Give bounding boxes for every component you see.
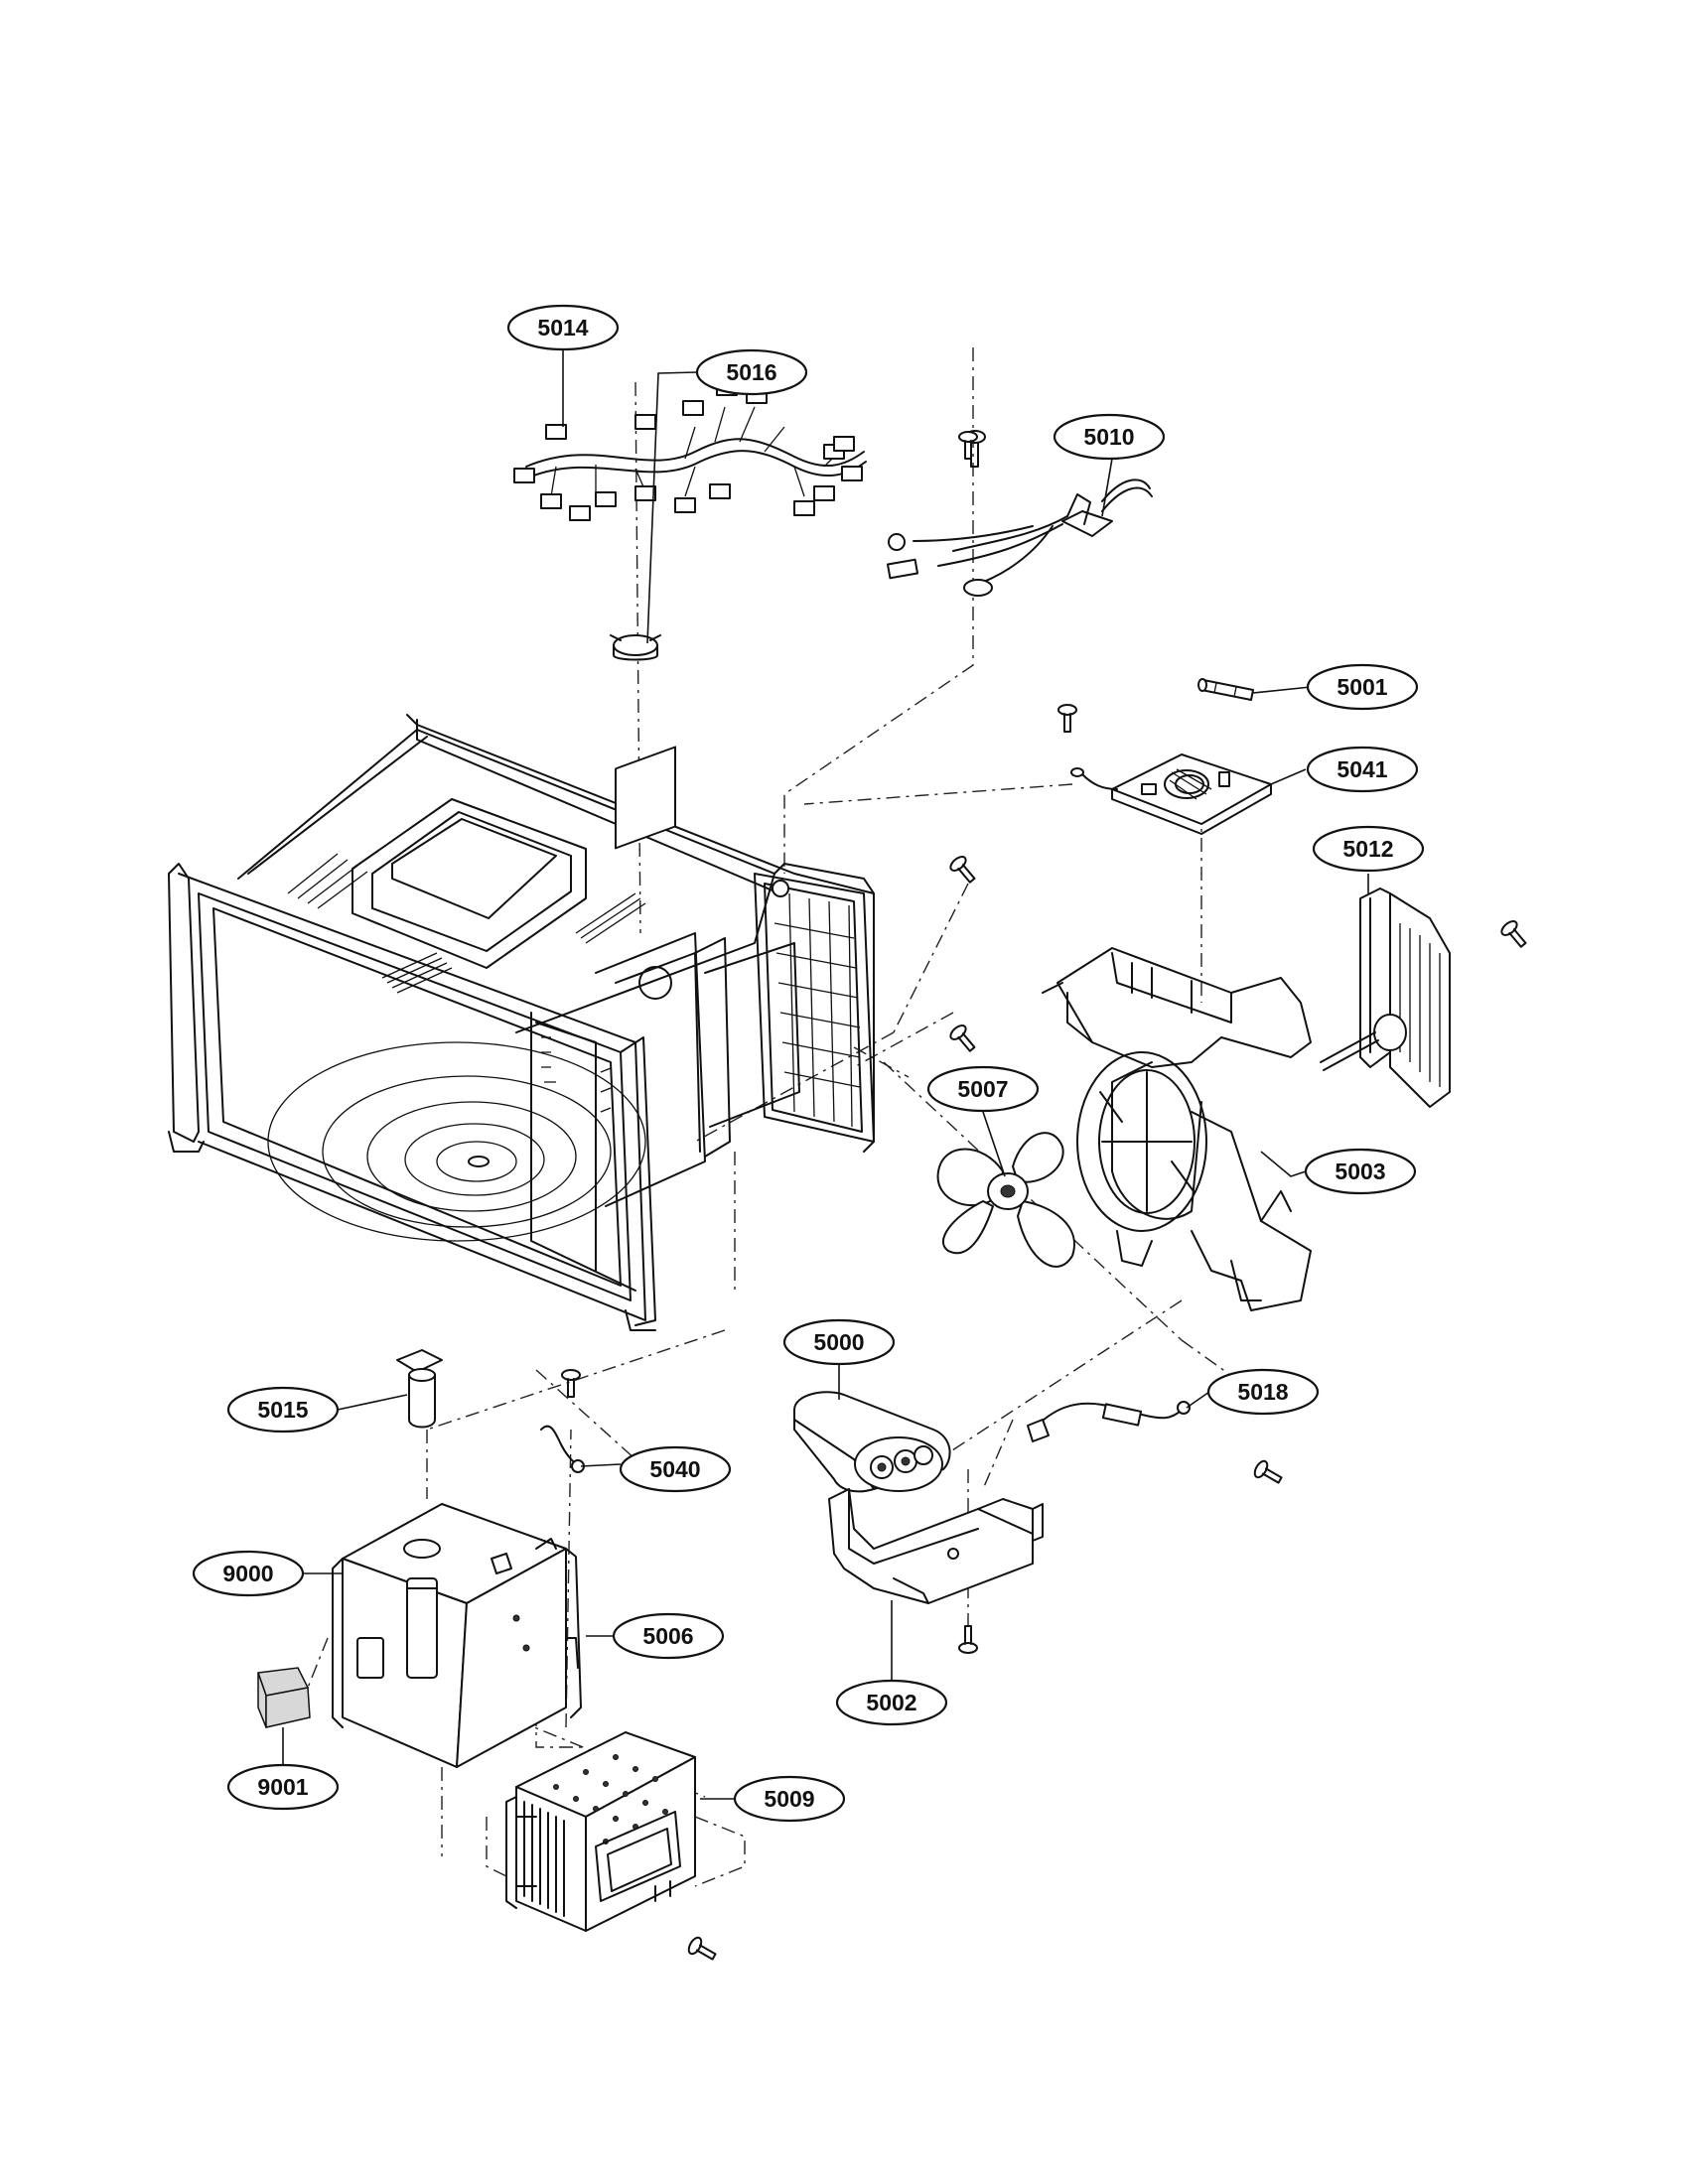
callout-5015: 5015 [226, 1386, 340, 1433]
callout-5012: 5012 [1312, 825, 1425, 873]
callout-5009: 5009 [733, 1775, 846, 1823]
callout-5016: 5016 [695, 348, 808, 396]
callout-5007: 5007 [926, 1065, 1040, 1113]
callout-5014-label: 5014 [537, 315, 588, 341]
callout-5012-label: 5012 [1342, 836, 1393, 862]
insulator-pad-part [256, 1667, 311, 1728]
callout-5003-label: 5003 [1335, 1159, 1385, 1184]
screws [561, 431, 1527, 1961]
callout-5015-label: 5015 [257, 1397, 308, 1423]
callout-5000: 5000 [782, 1318, 896, 1366]
callout-5016-label: 5016 [726, 359, 776, 385]
callout-5010-label: 5010 [1083, 424, 1134, 450]
callouts: 5014 5010 5016 5001 5041 5012 5007 5003 … [192, 304, 1425, 1823]
callout-5006-label: 5006 [642, 1623, 693, 1649]
callout-5009-label: 5009 [764, 1786, 814, 1812]
fan-motor-part [1320, 887, 1451, 1108]
thermostat-part [610, 634, 661, 661]
callout-5003: 5003 [1304, 1148, 1417, 1195]
callout-9001-label: 9001 [257, 1774, 308, 1800]
callout-5014: 5014 [506, 304, 620, 351]
callout-5006: 5006 [612, 1612, 725, 1660]
callout-5041-label: 5041 [1336, 756, 1387, 782]
transformer-bracket-part [332, 1503, 582, 1768]
hv-capacitor-part [793, 1391, 951, 1493]
callout-9001: 9001 [226, 1763, 340, 1811]
callout-5002: 5002 [835, 1679, 948, 1726]
callout-5018-label: 5018 [1237, 1379, 1288, 1405]
callout-5007-label: 5007 [957, 1076, 1008, 1102]
lamp-socket-part [396, 1349, 443, 1429]
air-guide-part [1042, 947, 1312, 1311]
fan-blade-part [936, 1132, 1075, 1268]
callout-5001-label: 5001 [1336, 674, 1387, 700]
callout-5001: 5001 [1306, 663, 1419, 711]
callout-9000: 9000 [192, 1550, 305, 1597]
callout-5018: 5018 [1206, 1368, 1320, 1416]
wire-harness-part [513, 380, 867, 521]
magnetron-part [486, 1731, 746, 1932]
ground-wire-part [540, 1425, 585, 1473]
fuse-part [1197, 678, 1254, 701]
oven-cavity-part [168, 714, 875, 1331]
callout-5040: 5040 [619, 1445, 732, 1493]
callout-5041: 5041 [1306, 746, 1419, 793]
callout-5010: 5010 [1053, 413, 1166, 461]
noise-filter-part [1070, 753, 1272, 835]
leader-lines [282, 342, 1369, 1800]
callout-5002-label: 5002 [866, 1690, 916, 1715]
callout-5040-label: 5040 [649, 1456, 700, 1482]
hv-diode-part [1027, 1401, 1191, 1442]
callout-9000-label: 9000 [222, 1561, 273, 1586]
callout-5000-label: 5000 [813, 1329, 864, 1355]
capacitor-bracket-part [828, 1488, 1044, 1604]
